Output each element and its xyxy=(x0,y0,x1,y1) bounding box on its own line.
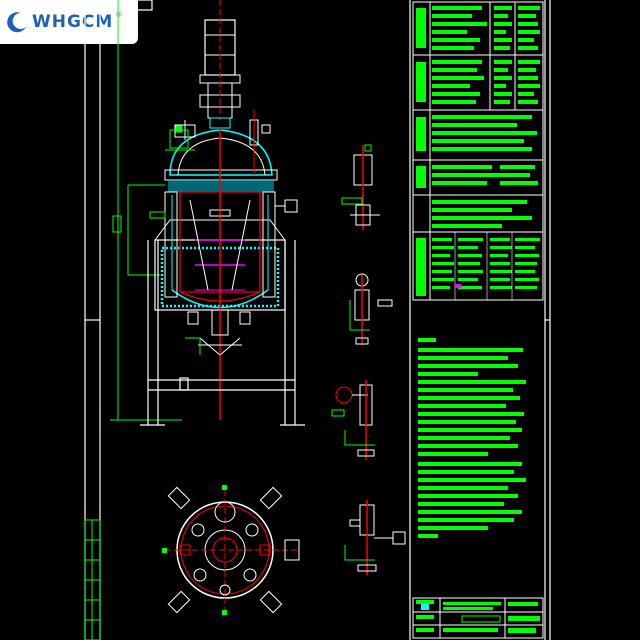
bottom-discharge xyxy=(185,309,242,356)
detail-assembly-2 xyxy=(349,273,393,345)
detail-assembly-4 xyxy=(344,500,406,575)
spec-table-text-blocks xyxy=(416,6,540,228)
support-legs xyxy=(140,240,305,426)
left-margin-table xyxy=(84,519,101,640)
drawing-frame xyxy=(84,0,551,640)
head-nozzles xyxy=(174,110,271,175)
logo-text: WHGCM xyxy=(32,12,114,32)
detail-assembly-3 xyxy=(331,380,375,460)
logo-crescent-icon xyxy=(7,12,27,33)
detail-assembly-1 xyxy=(341,144,380,230)
technical-notes xyxy=(418,338,526,538)
logo-registered-mark: ® xyxy=(115,11,123,19)
reactor-elevation xyxy=(110,0,305,426)
technical-spec-table xyxy=(412,1,544,301)
company-logo: WHGCM ® xyxy=(0,0,138,44)
valve-assembly xyxy=(165,125,195,151)
title-block xyxy=(412,597,544,639)
reactor-plan-view xyxy=(162,485,300,615)
